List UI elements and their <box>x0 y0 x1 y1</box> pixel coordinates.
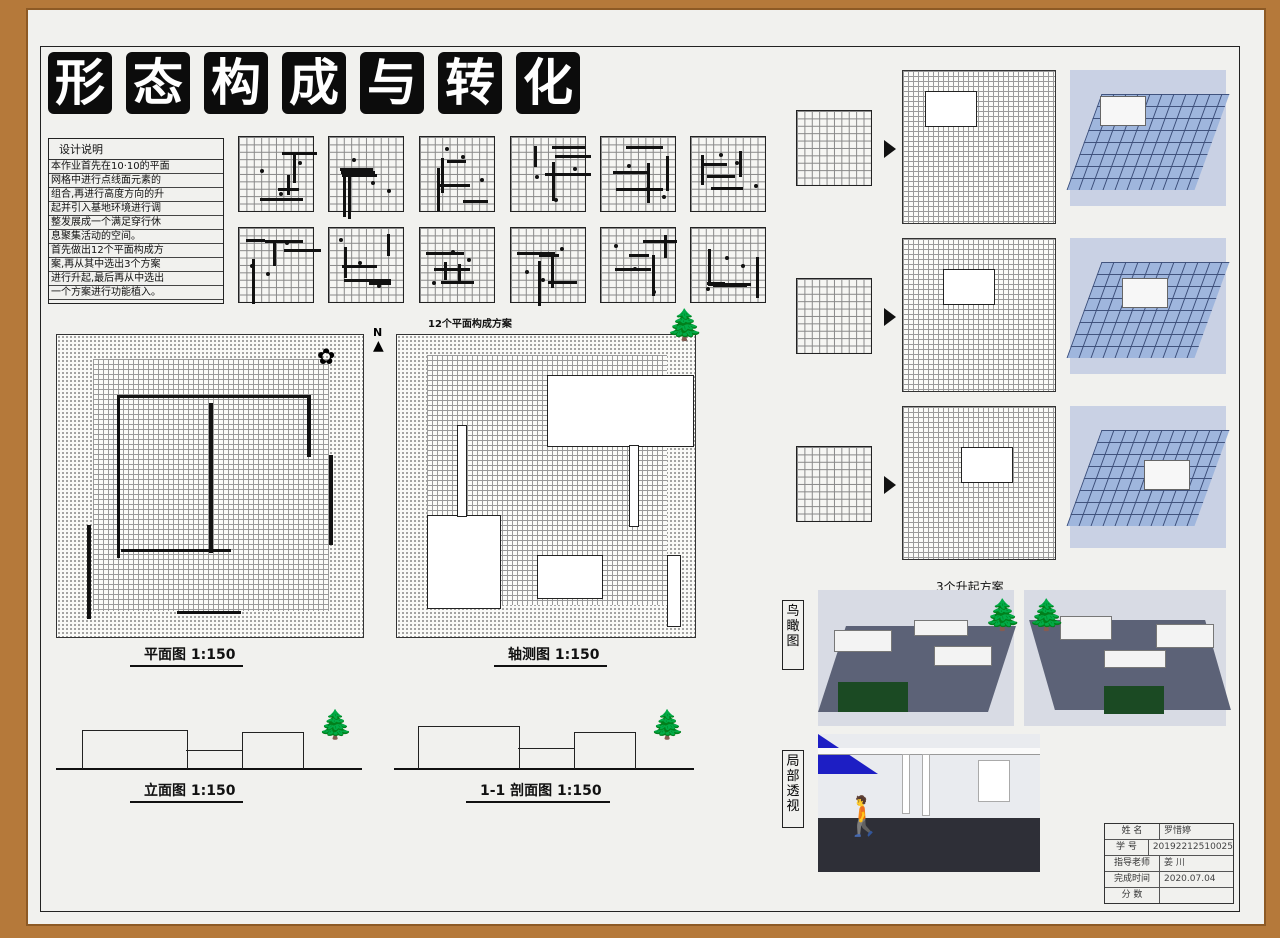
plane-composition-pattern <box>510 136 591 212</box>
plane-composition-pattern <box>419 136 495 212</box>
drawing-board: 形 态 构 成 与 转 化 设计说明 本作业首先在10·10的平面 网格中进行点… <box>26 8 1266 926</box>
tree-icon: 🌲 <box>984 598 1022 633</box>
tree-icon: 🌲 <box>318 708 353 741</box>
notes-line: 本作业首先在10·10的平面 <box>49 160 223 174</box>
notes-line: 进行升起,最后再从中选出 <box>49 272 223 286</box>
elevation-caption: 立面图 1:150 <box>130 780 244 803</box>
scheme-3d-render <box>1066 238 1230 374</box>
arrow-right-icon <box>884 308 896 326</box>
birdseye-render-2: 🌲 <box>1024 590 1231 726</box>
selected-scheme-plan <box>796 278 872 354</box>
title-char: 转 <box>438 52 502 114</box>
arrow-right-icon <box>884 140 896 158</box>
birdseye-label: 鸟瞰图 <box>782 600 804 670</box>
title-char: 态 <box>126 52 190 114</box>
plane-composition-pattern <box>600 136 676 212</box>
notes-line: 整发展成一个满足穿行休 <box>49 216 223 230</box>
title-char: 构 <box>204 52 268 114</box>
plane-composition-pattern <box>600 227 677 303</box>
axon-caption: 轴测图 1:150 <box>494 644 608 667</box>
plane-composition-pattern <box>690 227 766 303</box>
scheme-axon-sketch <box>902 238 1056 392</box>
section-drawing: 🌲 <box>394 708 694 778</box>
selected-scheme-plan <box>796 446 872 522</box>
plane-composition-pattern <box>510 227 586 306</box>
flower-icon: ✿ <box>317 345 336 370</box>
elevation-drawing: 🌲 <box>56 708 362 778</box>
info-row: 指导老师姜 川 <box>1105 856 1233 872</box>
plane-composition-pattern <box>328 227 404 303</box>
plane-composition-pattern <box>328 136 404 219</box>
notes-line: 息聚集活动的空间。 <box>49 230 223 244</box>
twelve-schemes-caption: 12个平面构成方案 <box>428 319 512 330</box>
arrow-right-icon <box>884 476 896 494</box>
selected-scheme-plan <box>796 110 872 186</box>
title-char: 形 <box>48 52 112 114</box>
section-caption: 1-1 剖面图 1:150 <box>466 780 610 803</box>
tree-icon: 🌲 <box>650 708 685 741</box>
scheme-3d-render <box>1066 70 1230 206</box>
info-row: 分 数 <box>1105 888 1233 903</box>
notes-line: 一个方案进行功能植入。 <box>49 286 223 300</box>
person-icon: 🚶 <box>840 794 888 838</box>
info-row: 姓 名罗惜婷 <box>1105 824 1233 840</box>
perspective-render: 🚶 <box>818 734 1040 872</box>
plan-caption: 平面图 1:150 <box>130 644 244 667</box>
tree-icon: 🌲 <box>666 308 704 343</box>
birdseye-render-1: 🌲 <box>818 590 1021 726</box>
title-char: 成 <box>282 52 346 114</box>
plane-composition-pattern <box>238 227 321 304</box>
plane-composition-pattern <box>238 136 317 212</box>
border-frame <box>40 46 1240 912</box>
notes-line: 起并引入基地环境进行调 <box>49 202 223 216</box>
page-title: 形 态 构 成 与 转 化 <box>48 52 580 114</box>
notes-heading: 设计说明 <box>49 139 223 160</box>
notes-line: 网格中进行点线面元素的 <box>49 174 223 188</box>
north-arrow-icon: N <box>373 326 383 339</box>
notes-line: 案,再从其中选出3个方案 <box>49 258 223 272</box>
axonometric-drawing <box>396 334 696 638</box>
plane-composition-pattern <box>419 227 495 303</box>
title-char: 化 <box>516 52 580 114</box>
perspective-label: 局部透视 <box>782 750 804 828</box>
scheme-3d-render <box>1066 406 1230 548</box>
north-pointer-icon: ▲ <box>373 338 384 354</box>
tree-icon: 🌲 <box>1028 598 1066 633</box>
plane-composition-pattern <box>690 136 766 212</box>
design-notes: 设计说明 本作业首先在10·10的平面 网格中进行点线面元素的 组合,再进行高度… <box>48 138 224 304</box>
site-plan-drawing: ✿ <box>56 334 364 638</box>
notes-line: 首先做出12个平面构成方 <box>49 244 223 258</box>
title-char: 与 <box>360 52 424 114</box>
scheme-axon-sketch <box>902 406 1056 560</box>
scheme-axon-sketch <box>902 70 1056 224</box>
notes-line: 组合,再进行高度方向的升 <box>49 188 223 202</box>
